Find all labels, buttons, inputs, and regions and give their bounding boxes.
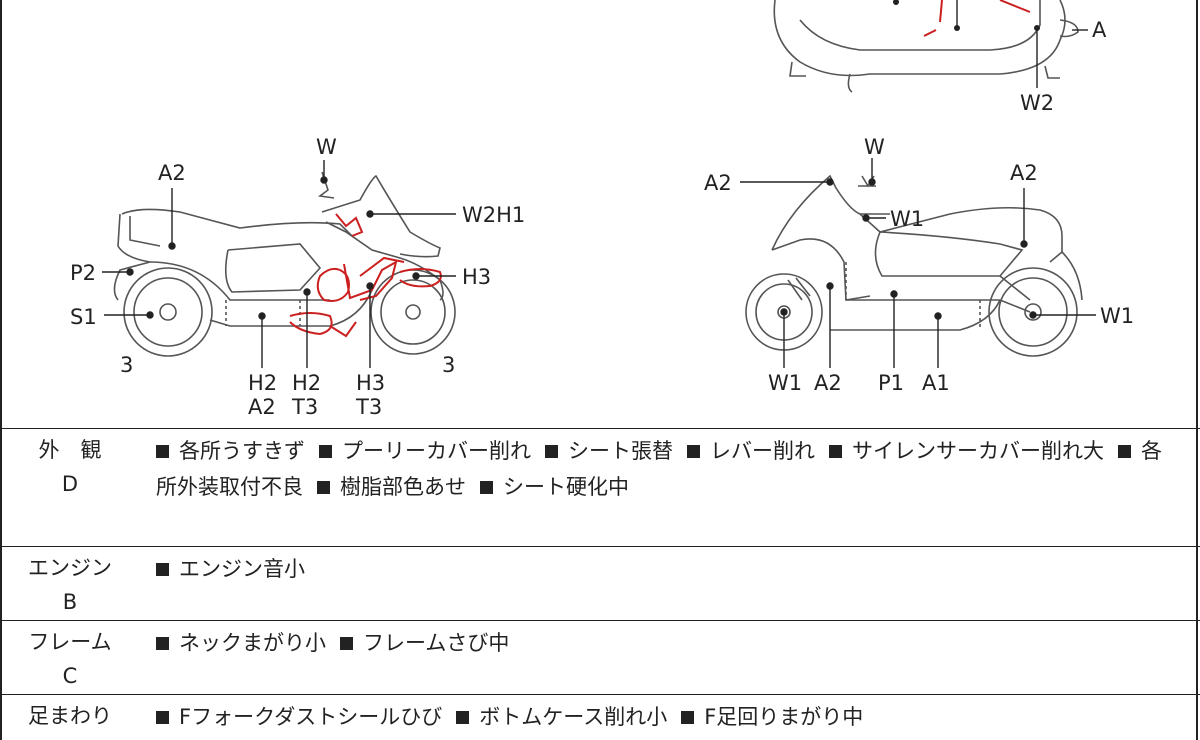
label-right-w: W <box>864 135 885 159</box>
label-top-w2: W2 <box>1020 91 1054 115</box>
list-item: ネックまがり小 <box>156 631 326 655</box>
top-view-damage-marks <box>923 0 1031 37</box>
row-grade: B <box>62 590 78 614</box>
label-right-a1: A1 <box>922 371 950 395</box>
list-item: 各所うすきず <box>156 439 305 463</box>
row-engine: エンジン B エンジン音小 <box>0 546 1200 620</box>
label-right-a2: A2 <box>704 171 732 195</box>
label-right-w1: W1 <box>890 207 924 231</box>
label-right-a2b: A2 <box>1010 161 1038 185</box>
list-item: 各 <box>1118 439 1162 463</box>
right-leaders <box>740 158 1096 368</box>
row-grade: D <box>61 472 79 496</box>
list-item: Fフォークダストシールひび <box>156 705 442 729</box>
label-left-p2: P2 <box>70 261 96 285</box>
row-grade: C <box>62 664 78 688</box>
item-line: 各所うすきずプーリーカバー削れシート張替レバー削れサイレンサーカバー削れ大各 <box>156 433 1196 469</box>
label-left-h3b: H3 <box>356 371 385 395</box>
top-view-scooter <box>773 0 1079 93</box>
label-right-w1c: W1 <box>768 371 802 395</box>
label-left-a2: A2 <box>158 161 186 185</box>
list-item: 樹脂部色あせ <box>317 475 466 499</box>
row-items: エンジン音小 <box>156 551 1196 587</box>
label-left-w2h1: W2H1 <box>462 203 525 227</box>
label-left-h2: H2 <box>248 371 277 395</box>
row-items: 各所うすきずプーリーカバー削れシート張替レバー削れサイレンサーカバー削れ大各 所… <box>156 433 1196 505</box>
item-line: 所外装取付不良樹脂部色あせシート硬化中 <box>156 469 1196 505</box>
row-head: 足まわり <box>28 704 112 728</box>
label-right-p1: P1 <box>878 371 904 395</box>
list-item: レバー削れ <box>687 439 815 463</box>
list-item: シート張替 <box>545 439 673 463</box>
label-left-3a: 3 <box>120 353 133 377</box>
row-frame: フレーム C ネックまがり小フレームさび中 <box>0 620 1200 694</box>
scooter-damage-diagram: A W2 W A2 W2H1 P2 H3 S1 <box>70 0 1134 419</box>
list-item: F足回りまがり中 <box>681 705 863 729</box>
list-item: プーリーカバー削れ <box>319 439 531 463</box>
label-right-a2c: A2 <box>814 371 842 395</box>
label-left-3b: 3 <box>442 353 455 377</box>
list-item: 所外装取付不良 <box>156 475 303 499</box>
right-side-scooter <box>745 174 1083 357</box>
label-left-s1: S1 <box>70 305 97 329</box>
row-items: Fフォークダストシールひびボトムケース削れ小 F足回りまがり中 <box>156 699 1196 734</box>
label-left-h3: H3 <box>462 265 491 289</box>
list-item: サイレンサーカバー削れ大 <box>829 439 1104 463</box>
label-left-h2b: H2 <box>292 371 321 395</box>
list-item: フレームさび中 <box>340 631 509 655</box>
list-item: ボトムケース削れ小 <box>456 705 667 729</box>
row-items: ネックまがり小フレームさび中 <box>156 625 1196 661</box>
label-top-a: A <box>1092 18 1107 42</box>
label-left-t3b: T3 <box>355 395 382 419</box>
row-head: フレーム <box>28 630 112 654</box>
left-leaders <box>102 160 456 368</box>
label-left-t3: T3 <box>291 395 318 419</box>
list-item: エンジン音小 <box>156 557 305 581</box>
label-right-w1b: W1 <box>1100 304 1134 328</box>
top-view-leaders <box>956 0 1088 88</box>
row-suspension: 足まわり Fフォークダストシールひびボトムケース削れ小 F足回りまがり中 <box>0 694 1200 734</box>
row-exterior: 外 観 D 各所うすきずプーリーカバー削れシート張替レバー削れサイレンサーカバー… <box>0 428 1200 546</box>
label-left-w: W <box>316 135 337 159</box>
left-damage-marks <box>289 213 442 338</box>
row-head: 外 観 <box>38 438 102 462</box>
row-head: エンジン <box>28 556 112 580</box>
list-item: シート硬化中 <box>480 475 629 499</box>
left-side-scooter <box>113 171 456 357</box>
label-left-a2b: A2 <box>248 395 276 419</box>
